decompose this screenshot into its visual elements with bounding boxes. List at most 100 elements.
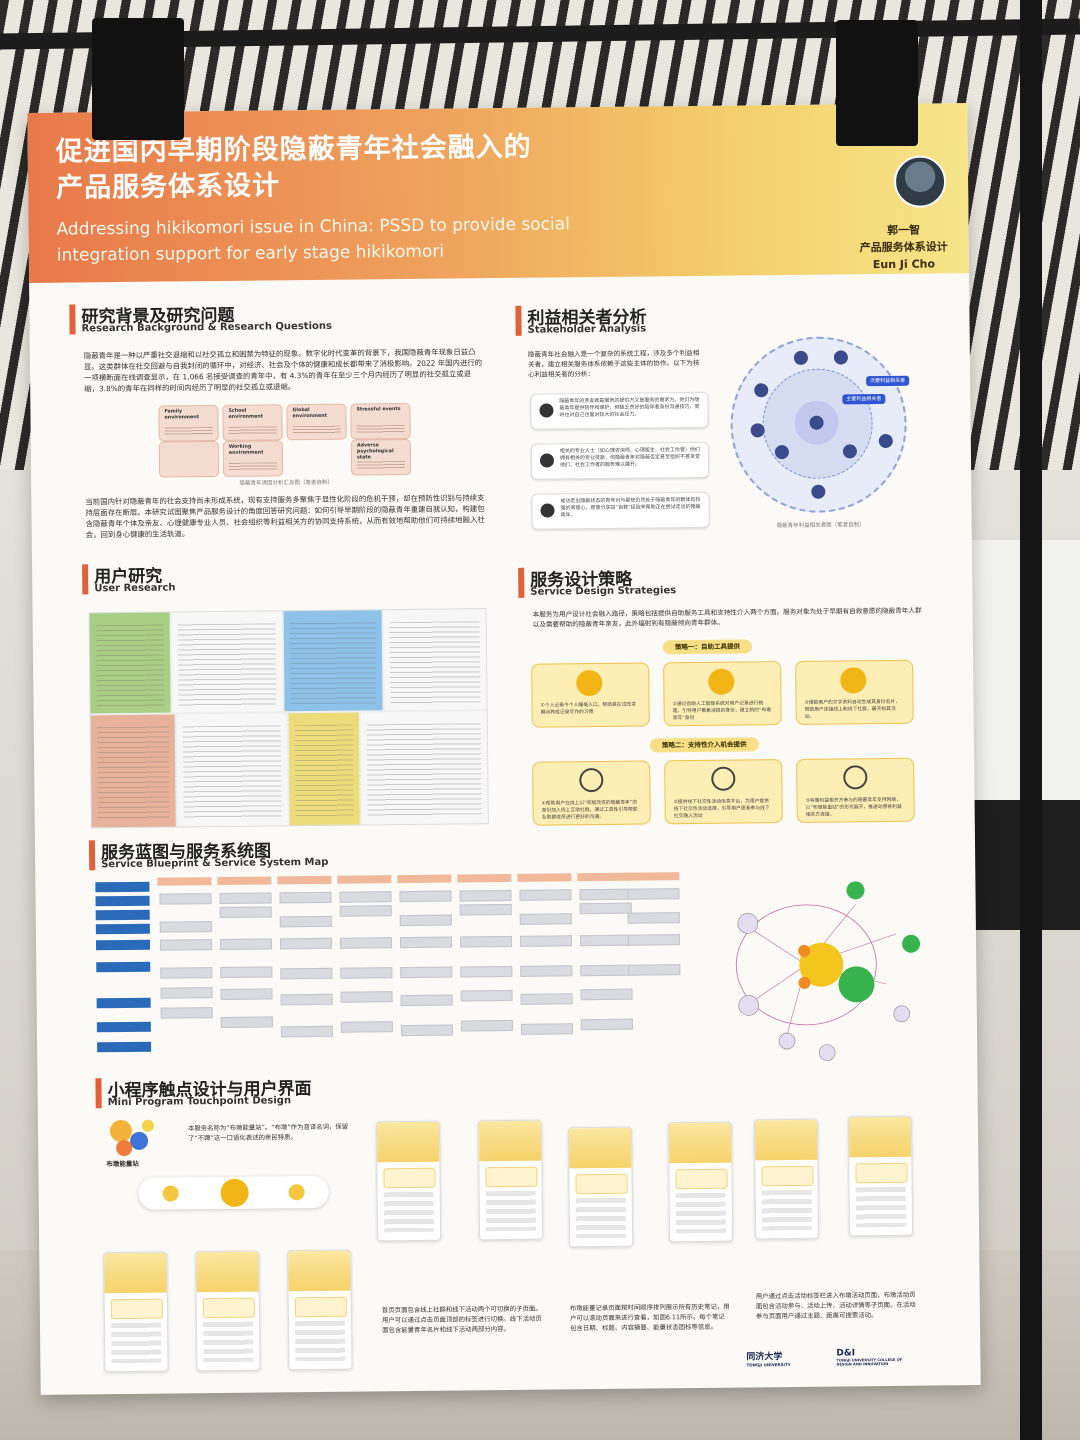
blueprint-column <box>277 875 334 1055</box>
college-logo: D&I TONGJI UNIVERSITY COLLEGE OF DESIGN … <box>836 1348 916 1367</box>
college-mark: D&I <box>836 1348 856 1359</box>
group-icon <box>579 767 604 793</box>
stakeholder-node-icon <box>878 433 893 449</box>
strategy-card: ③有循利益相关方参与的隐蔽青年支持网络，以“布墩能量站”的形式展开，推进动感各利… <box>796 757 915 823</box>
section-bar <box>82 564 89 595</box>
blueprint-column <box>397 874 453 1054</box>
college-name-en: TONGJI UNIVERSITY COLLEGE OF DESIGN AND … <box>836 1357 903 1367</box>
research-board <box>89 612 171 714</box>
service-system-map <box>735 881 921 1061</box>
strategy-card: ③借助用户的文字资料自动生成其身份名片，帮助用户连接线上和线下社群，最开始其活动… <box>795 659 914 725</box>
binder-clip <box>92 18 184 140</box>
system-map-node <box>798 944 811 957</box>
section-bar <box>515 305 522 336</box>
phone-screen <box>375 1120 442 1242</box>
author-name-cn: 郭一智 <box>887 223 921 237</box>
blueprint-column <box>337 875 393 1054</box>
blueprint-stage-column <box>95 878 152 1057</box>
factor-caption: 隐蔽青年诱因分析汇总图（笔者自制） <box>239 479 333 487</box>
user-node-icon <box>809 415 824 430</box>
phone-screen <box>667 1121 734 1243</box>
research-board <box>288 712 360 826</box>
section-bar <box>88 840 96 871</box>
strategy-label-1: 策略一：自助工具提供 <box>662 639 753 655</box>
person-icon <box>540 503 555 518</box>
phone-screen <box>477 1119 544 1241</box>
background-paragraph-2: 当前国内针对隐蔽青年的社会支持尚未形成系统，现有支持服务多聚焦于显性化阶段的危机… <box>85 493 485 540</box>
author-info: 郭一智 产品服务体系设计 Eun Ji Cho <box>849 221 960 273</box>
logo-bubble <box>116 1139 133 1157</box>
user-node-icon <box>737 913 759 934</box>
activity-page-description: 用户通过点击活动标签栏进入布墩活动页面，布墩活动页面包含活动参与、活动上传、活动… <box>755 1290 916 1321</box>
record-page-description: 布墩能量记录页面按时间顺序排列展示所有历史笔记，用户可以滚动页面来进行查看，如图… <box>569 1302 730 1333</box>
strategy-card: ①帮助用户在线上以“积极改变的隐蔽青年”的身份加入线上互助社群，通过工具性引导帮… <box>532 760 651 826</box>
stakeholder-caption: 隐蔽青年利益相关者图（笔者自制） <box>776 522 865 530</box>
research-board <box>176 713 288 827</box>
section-bar <box>518 567 525 598</box>
family-figure-icon <box>158 440 220 478</box>
poster: 促进国内早期阶段隐蔽青年社会融入的产品服务体系设计 Addressing hik… <box>27 103 981 1395</box>
tongji-logo: 同济大学 TONGJI UNIVERSITY <box>746 1349 790 1367</box>
blueprint-column <box>157 877 213 1056</box>
research-board <box>283 610 383 712</box>
home-icon <box>840 667 867 694</box>
system-map-core <box>799 942 844 987</box>
section-bar <box>69 304 76 335</box>
strategy-paragraph: 本服务为用户设计社会融入路径，策略包括提供自助服务工具和支持性介入两个方面。服务… <box>532 606 922 629</box>
community-icon <box>711 766 736 791</box>
user-node-icon <box>818 1044 836 1061</box>
poster-title-cn: 促进国内早期阶段隐蔽青年社会融入的产品服务体系设计 <box>55 131 532 204</box>
tab-icon-active <box>220 1178 249 1207</box>
logo-bubble <box>109 1119 133 1143</box>
note-icon <box>576 669 603 697</box>
network-icon <box>843 765 868 790</box>
stakeholder-node-icon <box>774 445 789 460</box>
strategy-title-en: Service Design Strategies <box>530 585 677 598</box>
factor-card: Stressful events <box>350 402 411 440</box>
research-board <box>383 609 487 711</box>
factor-card: Family environment <box>158 404 219 442</box>
strategy-card: ②通过自助人工智能系统对用户记录进行梳理，引导用户聚集消极的身份，建立新的“布墩… <box>663 661 782 727</box>
user-node-icon <box>778 1032 796 1050</box>
blueprint-column <box>625 872 681 1051</box>
phone-screen <box>103 1251 169 1373</box>
research-board <box>171 611 283 713</box>
system-map-orbit <box>735 904 877 1026</box>
system-map-node <box>798 976 811 989</box>
tongji-name-en: TONGJI UNIVERSITY <box>746 1362 791 1368</box>
factor-card: Working environment <box>222 440 284 477</box>
professional-icon <box>539 453 555 468</box>
family-icon <box>539 403 554 418</box>
primary-stakeholder-tag: 主要利益相关者 <box>842 393 886 405</box>
mini-program-intro: 本服务名称为“布墩能量站”。“布墩”作为音译名词，保留了“不蹲”这一口语化表述的… <box>187 1122 349 1143</box>
factor-card: School environment <box>222 404 283 441</box>
author-avatar <box>893 155 947 208</box>
system-map-node <box>846 881 865 900</box>
phone-screen <box>847 1115 914 1237</box>
stakeholder-node-icon <box>793 350 808 365</box>
stakeholder-node-icon <box>754 383 769 398</box>
tab-icon <box>288 1184 305 1201</box>
user-research-title-en: User Research <box>94 582 176 595</box>
user-research-collage <box>88 608 489 829</box>
background-paragraph-1: 隐蔽青年是一种以严重社交退缩和以社交孤立和困禁为特征的现象。数字化时代变革的背景… <box>83 347 483 394</box>
phone-screen <box>195 1250 261 1372</box>
stakeholder-node-icon <box>833 350 848 365</box>
factor-card: Adverse psychological state <box>350 438 412 476</box>
stakeholder-box-professional: 相关的专业人士（如心理咨询师、心理医生、社会工作者）他们拥有相关的专业技能，但隐… <box>530 441 710 480</box>
stakeholder-paragraph: 隐蔽青年社会融入是一个复杂的系统工程，涉及多个利益相关者，建立相关服务体系依赖于… <box>527 348 700 379</box>
strategy-label-2: 策略二：支持性介入机会提供 <box>649 737 759 753</box>
background-title-en: Research Background & Research Questions <box>81 320 332 335</box>
user-node-icon <box>738 995 759 1016</box>
tab-bar-illustration <box>138 1175 329 1210</box>
tongji-name: 同济大学 <box>746 1352 783 1363</box>
factor-card: Global environment <box>286 403 347 441</box>
stakeholder-node-icon <box>842 444 857 459</box>
stakeholder-title-en: Stakeholder Analysis <box>527 323 647 336</box>
strategy-card: ②提供线下社交性活动信息平台，为用户提供线下社交性活动选择，引导用户逐渐参与线下… <box>664 759 783 825</box>
blueprint-column <box>217 876 273 1055</box>
ai-icon <box>708 668 735 695</box>
service-blueprint <box>95 872 681 1056</box>
secondary-stakeholder-tag: 次要利益相关者 <box>866 375 910 387</box>
stakeholder-node-icon <box>811 484 826 499</box>
